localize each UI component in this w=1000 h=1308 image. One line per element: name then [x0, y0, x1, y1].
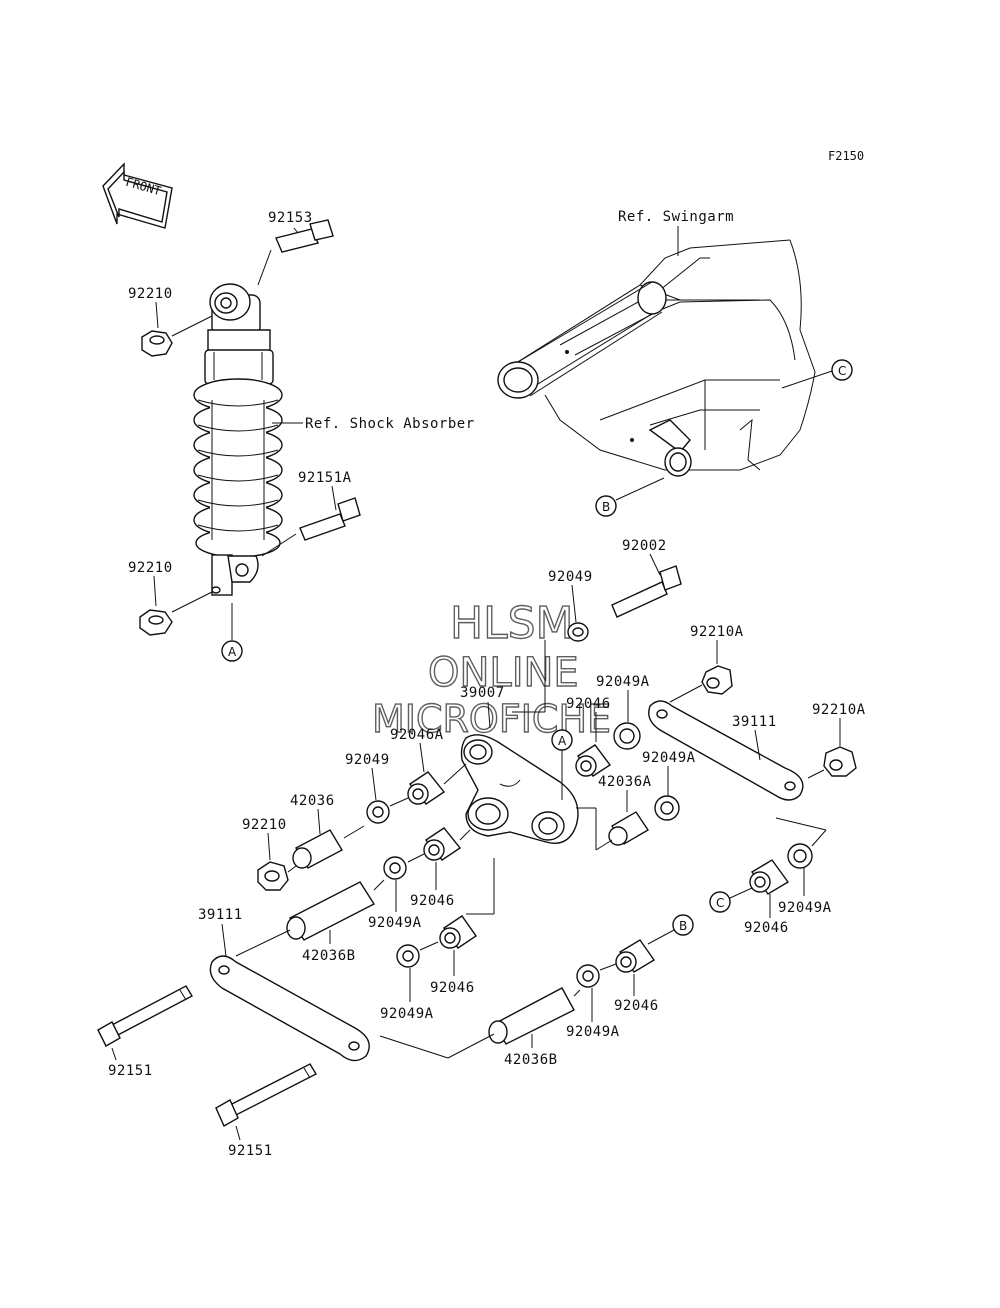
label-92046-2: 92046 — [410, 893, 455, 909]
diagram-code: F2150 — [828, 149, 864, 163]
label-42036A: 42036A — [598, 774, 652, 790]
washer-92049A-1 — [613, 722, 641, 750]
label-92046-4: 92046 — [744, 920, 789, 936]
label-92046-5: 92046 — [614, 998, 659, 1014]
label-92210-low: 92210 — [242, 817, 287, 833]
label-92046-3: 92046 — [430, 980, 475, 996]
label-92151-2: 92151 — [228, 1143, 273, 1159]
label-42036B-1: 42036B — [302, 948, 356, 964]
bolt-92151-2 — [215, 1063, 317, 1127]
label-92210-mid: 92210 — [128, 560, 173, 576]
washer-92049A-right-group — [787, 843, 813, 869]
bearing-92046A — [407, 771, 446, 805]
svg-text:B: B — [679, 919, 687, 933]
sleeve-42036B-2 — [488, 987, 575, 1045]
label-92049A-4: 92049A — [380, 1006, 434, 1022]
bolt-92002 — [611, 565, 682, 618]
label-92151A: 92151A — [298, 470, 352, 486]
nut-92210-top — [141, 330, 173, 357]
svg-text:MICROFICHE: MICROFICHE — [372, 697, 611, 741]
bearing-92046-4 — [749, 859, 790, 895]
label-92049A-5: 92049A — [566, 1024, 620, 1040]
bolt-92151A — [299, 497, 361, 541]
bearing-92046-1 — [575, 744, 612, 777]
svg-text:A: A — [558, 734, 567, 748]
svg-text:B: B — [602, 500, 610, 514]
marker-a-rocker: A — [551, 729, 573, 751]
nut-92210-mid — [139, 609, 173, 636]
bearing-92046-2 — [423, 827, 462, 861]
label-92049A-right: 92049A — [778, 900, 832, 916]
shock-absorber — [193, 283, 283, 596]
label-92046A: 92046A — [390, 727, 444, 743]
label-92049A-3: 92049A — [368, 915, 422, 931]
label-92210-top: 92210 — [128, 286, 173, 302]
washer-92049-left — [366, 800, 390, 824]
label-39111-right: 39111 — [732, 714, 777, 730]
label-42036B-2: 42036B — [504, 1052, 558, 1068]
nut-92210A-1 — [701, 665, 733, 695]
svg-text:HLSM: HLSM — [450, 598, 574, 649]
label-92046-1: 92046 — [566, 696, 611, 712]
washer-92049A-5 — [576, 964, 600, 988]
washer-92049A-4 — [396, 944, 420, 968]
washer-92049A-right — [654, 795, 680, 821]
svg-text:C: C — [838, 364, 846, 378]
nut-92210A-2 — [823, 746, 857, 777]
marker-b-lower: B — [672, 914, 694, 936]
marker-a-shock: A — [221, 640, 243, 662]
label-39111-left: 39111 — [198, 907, 243, 923]
bearing-92046-3 — [439, 915, 477, 949]
label-92210A-1: 92210A — [690, 624, 744, 640]
label-92153: 92153 — [268, 210, 313, 226]
sleeve-42036B-1 — [286, 881, 376, 941]
nut-92210-low — [257, 861, 289, 891]
label-92210A-2: 92210A — [812, 702, 866, 718]
sleeve-42036 — [292, 829, 343, 869]
label-92002: 92002 — [622, 538, 667, 554]
washer-92049-top — [567, 622, 589, 642]
link-rod-39111-left — [209, 955, 370, 1062]
label-92049-left: 92049 — [345, 752, 390, 768]
bolt-92151-1 — [97, 985, 193, 1047]
link-rod-39111-right — [648, 700, 804, 801]
bearing-92046-5 — [615, 939, 656, 973]
marker-c-swingarm: C — [831, 359, 853, 381]
svg-text:C: C — [716, 896, 724, 910]
ref-shock-absorber: Ref. Shock Absorber — [305, 416, 475, 432]
marker-b-swingarm: B — [595, 495, 617, 517]
rocker-arm-39007 — [460, 734, 579, 844]
sleeve-42036A — [608, 811, 649, 846]
watermark: HLSM ONLINE MICROFICHE — [371, 597, 611, 741]
svg-text:ONLINE: ONLINE — [428, 650, 579, 696]
bolt-92153 — [275, 219, 334, 253]
marker-c-lower: C — [709, 891, 731, 913]
washer-92049A-3 — [383, 856, 407, 880]
label-42036: 42036 — [290, 793, 335, 809]
svg-text:A: A — [228, 645, 237, 659]
front-arrow-icon: FRONT — [102, 162, 173, 229]
swingarm-outline — [497, 239, 816, 477]
label-92049A-2: 92049A — [642, 750, 696, 766]
label-92049-top: 92049 — [548, 569, 593, 585]
ref-swingarm: Ref. Swingarm — [618, 209, 734, 225]
label-92151-1: 92151 — [108, 1063, 153, 1079]
label-39007: 39007 — [460, 685, 505, 701]
label-92049A-1: 92049A — [596, 674, 650, 690]
